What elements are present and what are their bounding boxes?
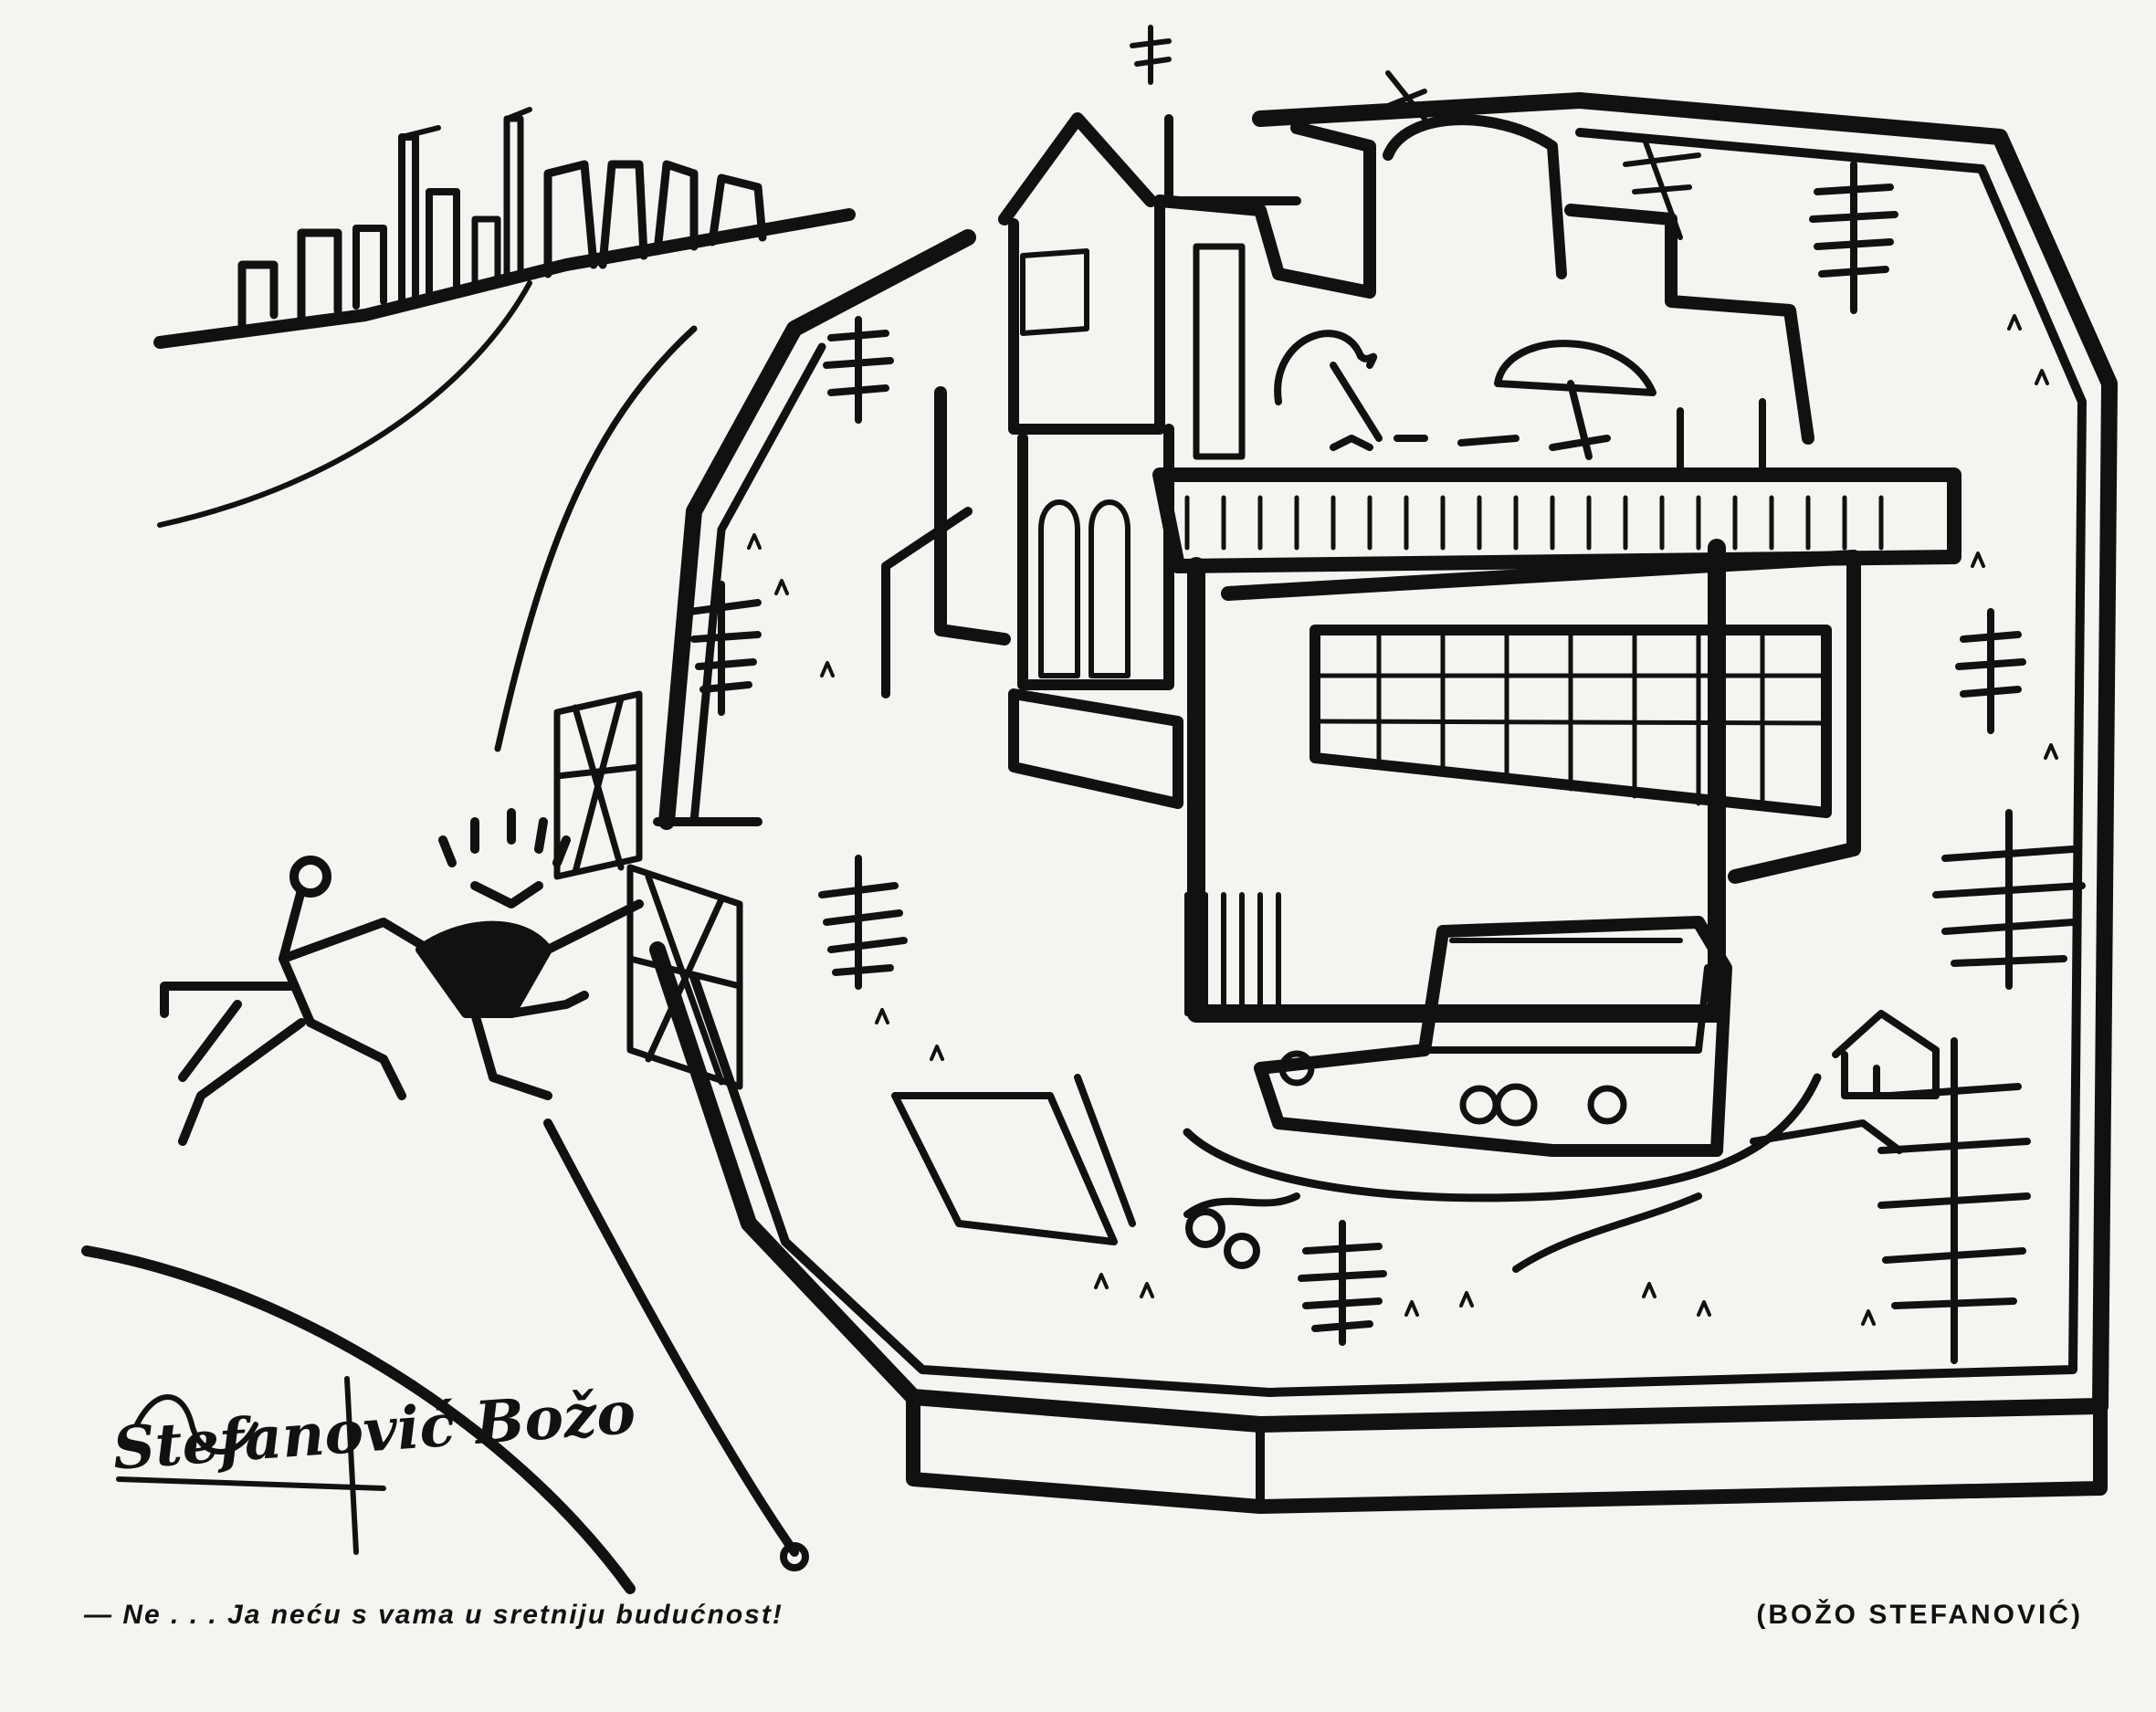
modern-villa [881,112,1961,1023]
artist-signature: Stefanović Božo [110,1379,637,1484]
running-man [160,856,434,1146]
distant-factory-skyline [153,107,856,349]
signature-scribble [116,1376,386,1555]
grass-tufts [747,314,2058,1326]
balcony-railing [1184,495,1884,551]
roof-antennas [1130,25,1701,240]
road-lines [81,280,809,1594]
terrace-umbrellas [1274,330,1656,460]
car [1183,916,1822,1203]
conifer-trees [686,161,2086,1364]
garage-slats [1184,892,1281,1016]
bucket-character [415,808,644,1100]
garden-tools [891,1074,1903,1273]
lattice-fence [553,690,743,1090]
garden-shed [1832,1010,1940,1099]
cartoon-caption: — Ne . . . Ja neću s vama u sretniju bud… [84,1600,784,1630]
estate-wall [649,92,2118,1514]
artist-credit: (BOŽO STEFANOVIĆ) [1756,1600,2083,1630]
large-window-grid [1312,627,1829,812]
